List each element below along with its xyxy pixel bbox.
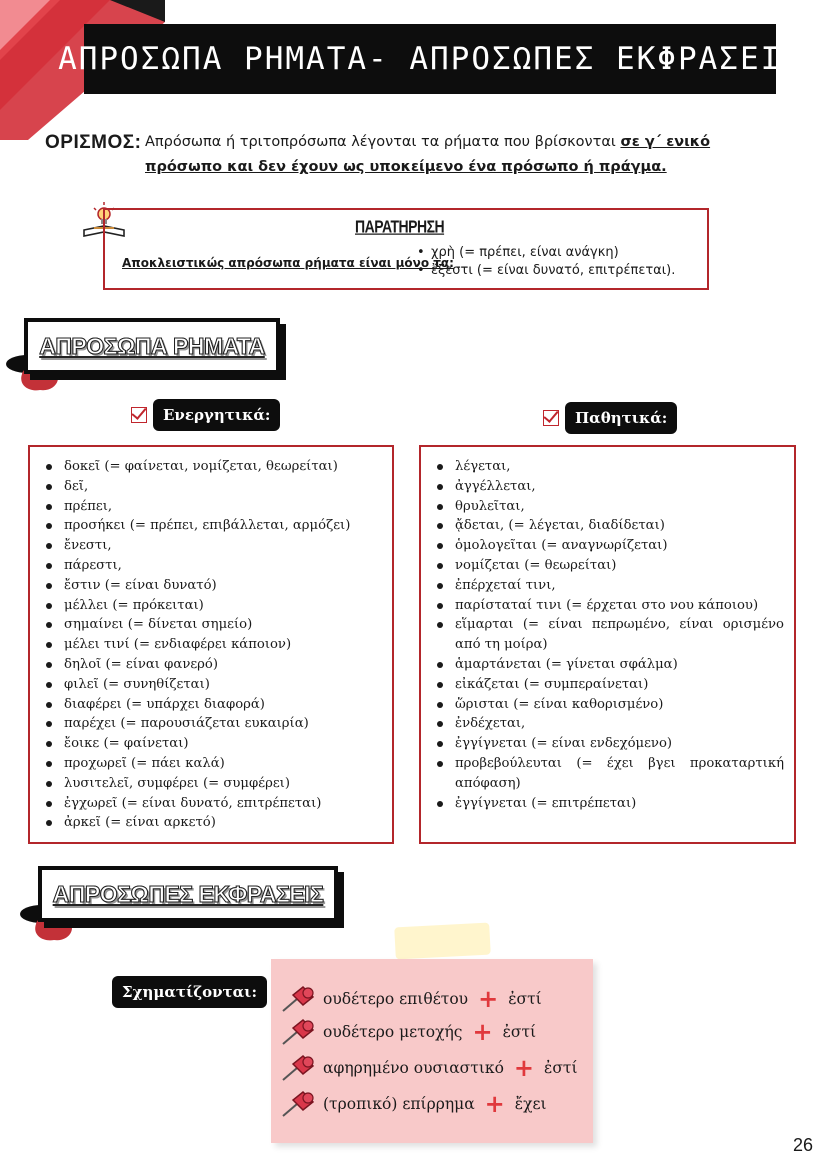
passive-list-box: λέγεται, ἀγγέλλεται, θρυλεῖται, ᾄδεται, … <box>419 445 796 844</box>
pushpin-icon <box>282 1018 315 1045</box>
list-item: δοκεῖ (= φαίνεται, νομίζεται, θεωρείται) <box>42 457 382 477</box>
passive-list: λέγεται, ἀγγέλλεται, θρυλεῖται, ᾄδεται, … <box>433 457 784 813</box>
list-item: ὁμολογεῖται (= αναγνωρίζεται) <box>433 536 784 556</box>
list-item: ἐπέρχεταί τινι, <box>433 576 784 596</box>
note-box: ΠΑΡΑΤΗΡΗΣΗ Αποκλειστικώς απρόσωπα ρήματα… <box>103 208 709 290</box>
active-list: δοκεῖ (= φαίνεται, νομίζεται, θεωρείται)… <box>42 457 382 833</box>
checkbox-icon <box>543 410 559 426</box>
list-item: ἐγχωρεῖ (= είναι δυνατό, επιτρέπεται) <box>42 794 382 814</box>
page-number: 26 <box>793 1135 814 1155</box>
list-item: ἔστιν (= είναι δυνατό) <box>42 576 382 596</box>
page-title: ΑΠΡΟΣΩΠΑ ΡΗΜΑΤΑ- ΑΠΡΟΣΩΠΕΣ ΕΚΦΡΑΣΕΙΣ <box>58 24 800 94</box>
list-item: ἀγγέλλεται, <box>433 477 784 497</box>
list-item: ἁμαρτάνεται (= γίνεται σφάλμα) <box>433 655 784 675</box>
definition: ΟΡΙΣΜΟΣ: Απρόσωπα ή τριτοπρόσωπα λέγοντα… <box>45 130 790 180</box>
list-item: παρέχει (= παρουσιάζεται ευκαιρία) <box>42 714 382 734</box>
list-item: θρυλεῖται, <box>433 497 784 517</box>
checkbox-icon <box>131 407 147 423</box>
formation-row: ουδέτερο επιθέτου + ἐστί <box>281 985 542 1013</box>
list-item: ὥρισται (= είναι καθορισμένο) <box>433 695 784 715</box>
pushpin-icon <box>282 985 315 1012</box>
passive-label: Παθητικά: <box>543 402 678 434</box>
definition-emphasis: σε γ΄ ενικό πρόσωπο και δεν έχουν ως υπο… <box>145 134 711 175</box>
list-item: ἔνεστι, <box>42 536 382 556</box>
list-item: λυσιτελεῖ, συμφέρει (= συμφέρει) <box>42 774 382 794</box>
list-item: δεῖ, <box>42 477 382 497</box>
formation-card: ουδέτερο επιθέτου + ἐστί ουδέτερο μετοχή… <box>271 959 593 1143</box>
list-item: λέγεται, <box>433 457 784 477</box>
pushpin-icon <box>282 1054 315 1081</box>
pushpin-icon <box>282 1090 315 1117</box>
section-header-expressions: ΑΠΡΟΣΩΠΕΣ ΕΚΦΡΑΣΕΙΣ <box>38 866 338 922</box>
list-item: παρίσταταί τινι (= έρχεται στο νου κάποι… <box>433 596 784 616</box>
list-item: προσήκει (= πρέπει, επιβάλλεται, αρμόζει… <box>42 516 382 536</box>
section-header-verbs: ΑΠΡΟΣΩΠΑ ΡΗΜΑΤΑ <box>24 318 280 374</box>
list-item: εἵμαρται (= είναι πεπρωμένο, είναι ορισμ… <box>433 615 784 655</box>
formation-label: Σχηματίζονται: <box>112 976 267 1008</box>
list-item: εἰκάζεται (= συμπεραίνεται) <box>433 675 784 695</box>
list-item: πρέπει, <box>42 497 382 517</box>
list-item: δηλοῖ (= είναι φανερό) <box>42 655 382 675</box>
list-item: μέλλει (= πρόκειται) <box>42 596 382 616</box>
list-item: διαφέρει (= υπάρχει διαφορά) <box>42 695 382 715</box>
active-label: Ενεργητικά: <box>131 399 281 431</box>
list-item: σημαίνει (= δίνεται σημείο) <box>42 615 382 635</box>
note-lead: Αποκλειστικώς απρόσωπα ρήματα είναι μόνο… <box>122 256 454 270</box>
list-item: πάρεστι, <box>42 556 382 576</box>
list-item: ἐγγίγνεται (= επιτρέπεται) <box>433 794 784 814</box>
list-item: ᾄδεται, (= λέγεται, διαδίδεται) <box>433 516 784 536</box>
note-list: χρὴ (= πρέπει, είναι ανάγκη) ἔξεστι (= ε… <box>417 244 675 280</box>
definition-label: ΟΡΙΣΜΟΣ: <box>45 132 142 153</box>
list-item: μέλει τινί (= ενδιαφέρει κάποιον) <box>42 635 382 655</box>
list-item: ἔξεστι (= είναι δυνατό, επιτρέπεται). <box>417 262 675 280</box>
list-item: ἔοικε (= φαίνεται) <box>42 734 382 754</box>
list-item: ἐνδέχεται, <box>433 714 784 734</box>
definition-text: Απρόσωπα ή τριτοπρόσωπα λέγονται τα ρήμα… <box>145 134 711 175</box>
formation-row: (τροπικό) επίρρημα + ἔχει <box>281 1090 547 1118</box>
list-item: ἀρκεῖ (= είναι αρκετό) <box>42 813 382 833</box>
active-list-box: δοκεῖ (= φαίνεται, νομίζεται, θεωρείται)… <box>28 445 394 844</box>
list-item: νομίζεται (= θεωρείται) <box>433 556 784 576</box>
formation-row: αφηρημένο ουσιαστικό + ἐστί <box>281 1054 578 1082</box>
list-item: χρὴ (= πρέπει, είναι ανάγκη) <box>417 244 675 262</box>
tape-decoration <box>394 922 491 960</box>
list-item: ἐγγίγνεται (= είναι ενδεχόμενο) <box>433 734 784 754</box>
list-item: προχωρεῖ (= πάει καλά) <box>42 754 382 774</box>
formation-row: ουδέτερο μετοχής + ἐστί <box>281 1018 536 1046</box>
list-item: προβεβούλευται (= έχει βγει προκαταρτική… <box>433 754 784 794</box>
list-item: φιλεῖ (= συνηθίζεται) <box>42 675 382 695</box>
note-title: ΠΑΡΑΤΗΡΗΣΗ <box>355 216 445 236</box>
